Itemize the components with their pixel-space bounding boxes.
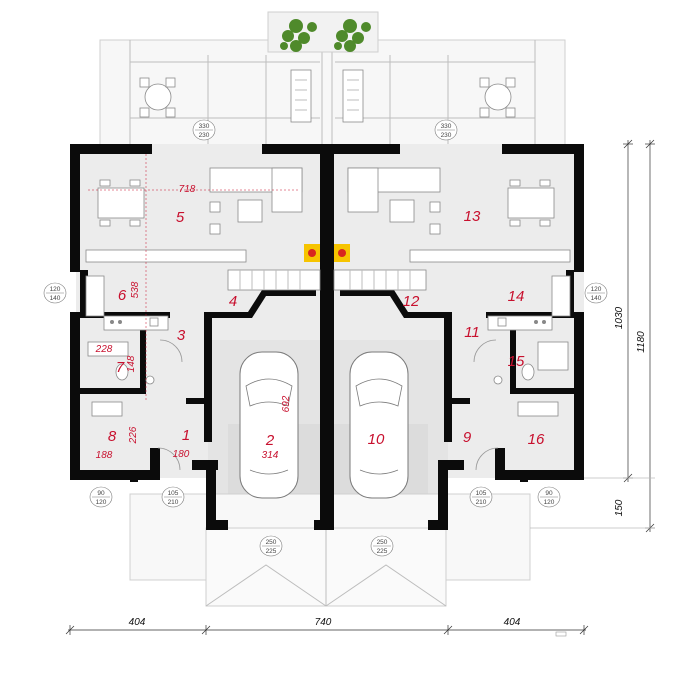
sofa-icon: [209, 167, 303, 235]
dim-right-total: 1180: [636, 331, 647, 353]
dim-utility-width: 188: [96, 450, 113, 461]
room-labels: 1 2 3 4 5 6 7 8 9 10 11 12 13 14 15 16: [108, 208, 545, 449]
room-label-2: 2: [265, 432, 275, 449]
dim-utility-depth: 226: [128, 426, 139, 444]
lounger-icon: [342, 69, 364, 123]
tag-bottom: 120: [96, 499, 107, 506]
room-label-15: 15: [508, 353, 525, 370]
room-label-8: 8: [108, 428, 117, 445]
dim-garage-width: 314: [262, 450, 279, 461]
tag-bottom: 230: [441, 132, 452, 139]
dim-bottom-mid: 740: [315, 617, 332, 628]
dim-bath-width: 228: [95, 344, 113, 355]
room-label-3: 3: [177, 327, 186, 344]
opening-tag: 105 210: [161, 486, 185, 508]
dimension-lines: [65, 139, 655, 635]
opening-tag: 120 140: [584, 282, 608, 304]
room-label-5: 5: [176, 209, 185, 226]
kitchen-counter: [85, 249, 247, 331]
fireplace-icon: [304, 244, 350, 262]
opening-tag: 120 140: [43, 282, 67, 304]
room-label-13: 13: [464, 208, 481, 225]
dining-table-icon: [507, 179, 555, 227]
tag-top: 90: [545, 490, 553, 497]
stairs: [227, 269, 427, 291]
car-icon: [239, 351, 409, 499]
dim-bottom-left: 404: [129, 617, 146, 628]
tag-top: 105: [476, 490, 487, 497]
room-label-6: 6: [118, 287, 127, 304]
tag-top: 330: [199, 123, 210, 130]
scale-mark: [555, 631, 567, 637]
dim-hall-width: 180: [173, 449, 190, 460]
tag-top: 120: [591, 286, 602, 293]
dining-table-icon: [97, 179, 145, 227]
room-label-16: 16: [528, 431, 545, 448]
outdoor-table-icon: [479, 77, 516, 118]
tag-bottom: 210: [476, 499, 487, 506]
door-swings: [157, 339, 499, 471]
dim-right-depth: 1030: [614, 306, 625, 329]
tag-top: 120: [50, 286, 61, 293]
dim-bottom-right: 404: [504, 617, 521, 628]
room-label-4: 4: [229, 293, 237, 310]
room-label-11: 11: [464, 324, 480, 341]
tag-bottom: 210: [168, 499, 179, 506]
tag-bottom: 140: [50, 295, 61, 302]
opening-tag: 90 120: [89, 486, 113, 508]
opening-tag: 250 225: [259, 535, 283, 557]
room-label-9: 9: [463, 429, 472, 446]
tag-top: 250: [377, 539, 388, 546]
tag-bottom: 120: [544, 499, 555, 506]
tag-bottom: 140: [591, 295, 602, 302]
sofa-icon: [347, 167, 441, 235]
opening-tag: 330 230: [192, 119, 216, 141]
outdoor-table-icon: [139, 77, 176, 118]
tag-bottom: 230: [199, 132, 210, 139]
opening-tag: 90 120: [537, 486, 561, 508]
tag-top: 250: [266, 539, 277, 546]
dimension-labels: 404 740 404 1030 1180 150: [129, 306, 647, 628]
kitchen-counter: [409, 249, 571, 331]
inner-dimensions: 718 538 228 148 226 188 180 692 314: [88, 154, 300, 461]
plant-icon: [280, 19, 317, 52]
room-label-1: 1: [182, 427, 190, 444]
dim-garage-length: 692: [281, 395, 292, 412]
plant-icon: [334, 19, 371, 52]
room-label-7: 7: [116, 359, 125, 376]
dim-right-terrace: 150: [614, 499, 625, 516]
room-label-10: 10: [368, 431, 385, 448]
dim-living-width: 718: [179, 184, 196, 195]
dim-kitchen-depth: 538: [130, 281, 141, 298]
lounger-icon: [290, 69, 312, 123]
dim-bath-depth: 148: [126, 355, 137, 372]
opening-tag: 105 210: [469, 486, 493, 508]
opening-tag: 250 225: [370, 535, 394, 557]
tag-top: 90: [97, 490, 105, 497]
tag-bottom: 225: [377, 548, 388, 555]
room-label-14: 14: [508, 288, 525, 305]
tag-top: 105: [168, 490, 179, 497]
opening-tag: 330 230: [434, 119, 458, 141]
room-label-12: 12: [403, 293, 420, 310]
tag-top: 330: [441, 123, 452, 130]
tag-bottom: 225: [266, 548, 277, 555]
walls: [70, 144, 584, 530]
